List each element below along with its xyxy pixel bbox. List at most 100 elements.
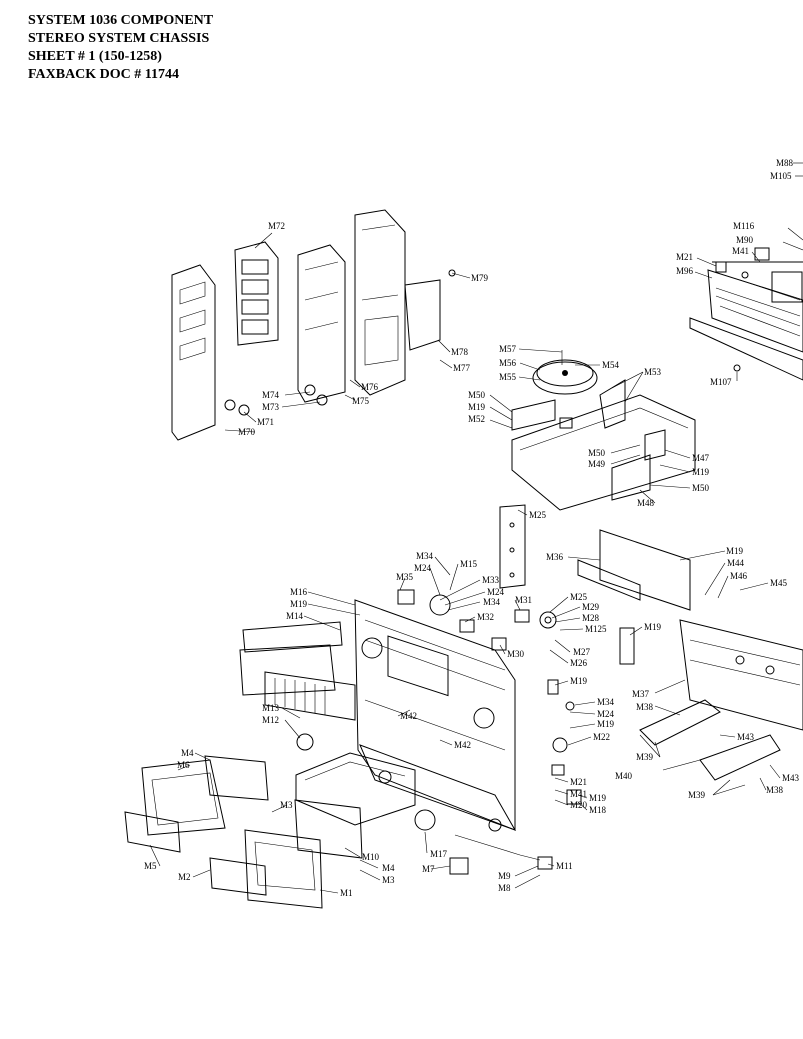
sheet-header: SYSTEM 1036 COMPONENT STEREO SYSTEM CHAS… — [28, 12, 213, 84]
label-M49: M49 — [588, 459, 606, 469]
label-M75: M75 — [352, 396, 370, 406]
label-M77: M77 — [453, 363, 471, 373]
header-line-3: SHEET # 1 (150-1258) — [28, 49, 162, 64]
label-M24-lower: M24 — [597, 709, 615, 719]
label-M42-top: M42 — [400, 711, 417, 721]
label-M74: M74 — [262, 390, 280, 400]
label-M29: M29 — [582, 602, 600, 612]
label-M27: M27 — [573, 647, 591, 657]
label-M7: M7 — [422, 864, 435, 874]
label-M3-top: M3 — [280, 800, 293, 810]
label-M14: M14 — [286, 611, 304, 621]
label-M50-upper: M50 — [468, 390, 486, 400]
side-panels — [239, 621, 356, 751]
label-M43-bottom: M43 — [782, 773, 800, 783]
label-M5: M5 — [144, 861, 157, 871]
label-M13: M13 — [262, 703, 280, 713]
label-M48: M48 — [637, 498, 655, 508]
upper-right-amplifier-assembly — [689, 162, 803, 381]
header-line-2: STEREO SYSTEM CHASSIS — [28, 31, 210, 46]
label-M52: M52 — [468, 414, 485, 424]
label-M3-bottom: M3 — [382, 875, 395, 885]
label-M42-bottom: M42 — [454, 740, 471, 750]
label-M53: M53 — [644, 367, 662, 377]
label-M12: M12 — [262, 715, 279, 725]
label-M4-top: M4 — [181, 748, 194, 758]
front-cover-panel — [171, 264, 250, 441]
cassette-deck — [124, 752, 553, 909]
label-M37: M37 — [632, 689, 650, 699]
button-panel — [234, 241, 279, 346]
label-M19-left: M19 — [290, 599, 308, 609]
label-M46: M46 — [730, 571, 748, 581]
label-M41-lower: M41 — [570, 789, 587, 799]
label-M18: M18 — [589, 805, 607, 815]
label-M33: M33 — [482, 575, 500, 585]
label-M16: M16 — [290, 587, 308, 597]
label-M11: M11 — [556, 861, 573, 871]
label-M25-mid: M25 — [570, 592, 588, 602]
circuit-board-left — [297, 244, 346, 406]
label-M4-bottom: M4 — [382, 863, 395, 873]
label-M107: M107 — [710, 377, 732, 387]
label-M19-rear: M19 — [726, 546, 744, 556]
label-M8: M8 — [498, 883, 511, 893]
label-M38-bottom: M38 — [766, 785, 784, 795]
label-M45-top: M45 — [770, 578, 788, 588]
leader-lines — [149, 232, 781, 894]
label-M9: M9 — [498, 871, 511, 881]
label-M35: M35 — [396, 572, 414, 582]
label-M125: M125 — [585, 624, 607, 634]
label-M30: M30 — [507, 649, 525, 659]
main-chassis — [354, 599, 517, 832]
label-M34-top: M34 — [416, 551, 434, 561]
label-M25-top: M25 — [529, 510, 547, 520]
label-M15: M15 — [460, 559, 478, 569]
label-M56: M56 — [499, 358, 517, 368]
label-M22: M22 — [593, 732, 610, 742]
label-M24-mid: M24 — [487, 587, 505, 597]
label-M50-mid: M50 — [588, 448, 606, 458]
label-M31: M31 — [515, 595, 532, 605]
chassis-frame — [354, 209, 456, 396]
label-M43-top: M43 — [737, 732, 755, 742]
label-M19-right: M19 — [692, 467, 710, 477]
label-M78: M78 — [451, 347, 469, 357]
label-M21: M21 — [676, 252, 693, 262]
label-M39-bottom: M39 — [688, 790, 706, 800]
label-M40: M40 — [615, 771, 633, 781]
header-line-4: FAXBACK DOC # 11744 — [28, 67, 180, 82]
label-M54: M54 — [602, 360, 620, 370]
label-M28: M28 — [582, 613, 600, 623]
label-M90: M90 — [736, 235, 754, 245]
label-M38-top: M38 — [636, 702, 654, 712]
label-M105: M105 — [770, 171, 792, 181]
label-M19-center: M19 — [570, 676, 588, 686]
label-M34-lower: M34 — [597, 697, 615, 707]
small-parts — [397, 589, 582, 805]
label-M76: M76 — [361, 382, 379, 392]
label-M34-mid: M34 — [483, 597, 501, 607]
label-M96: M96 — [676, 266, 694, 276]
label-M19-bottom: M19 — [589, 793, 607, 803]
label-M72: M72 — [268, 221, 285, 231]
label-M17: M17 — [430, 849, 448, 859]
cd-mechanism — [511, 350, 696, 511]
header-line-1: SYSTEM 1036 COMPONENT — [28, 13, 214, 28]
label-M1: M1 — [340, 888, 353, 898]
label-M39-top: M39 — [636, 752, 654, 762]
label-M20: M20 — [570, 800, 588, 810]
label-M19-board: M19 — [644, 622, 662, 632]
label-M36: M36 — [546, 552, 564, 562]
label-M44: M44 — [727, 558, 745, 568]
label-M116: M116 — [733, 221, 755, 231]
label-M19-lower: M19 — [597, 719, 615, 729]
label-M55: M55 — [499, 372, 517, 382]
label-M19-cd: M19 — [468, 402, 486, 412]
label-M47: M47 — [692, 453, 710, 463]
part-labels: M88 M105 M116 M90 M41 M21 M96 M107 M72 M… — [144, 158, 800, 898]
label-M73: M73 — [262, 402, 280, 412]
label-M57: M57 — [499, 344, 517, 354]
label-M21-lower: M21 — [570, 777, 587, 787]
